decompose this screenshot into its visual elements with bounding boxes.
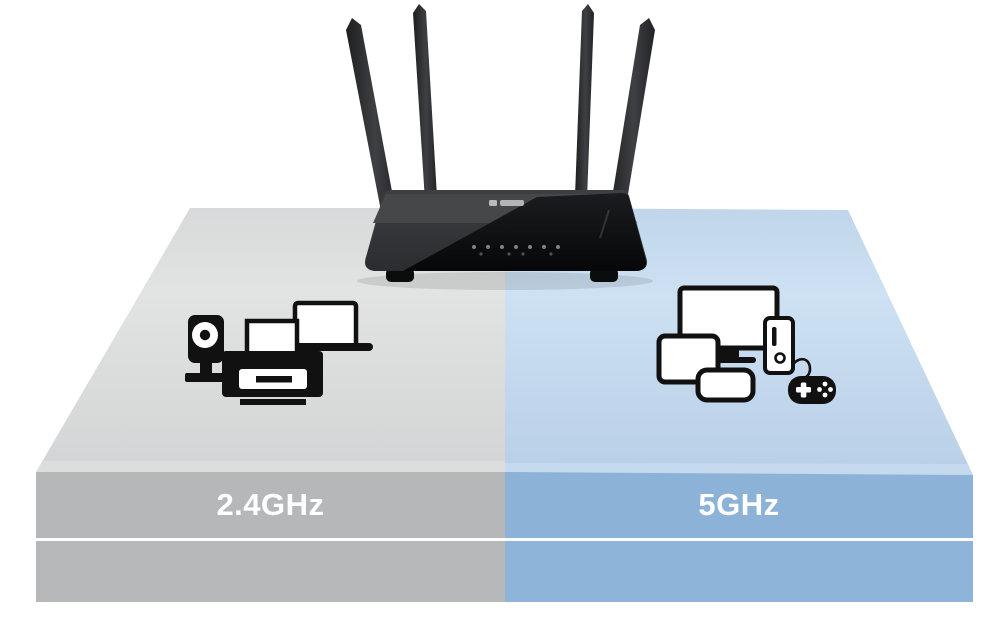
router-antenna-icon xyxy=(575,4,594,199)
platform-24ghz-front-bevel xyxy=(36,461,505,472)
router-shadow xyxy=(357,272,653,290)
router-logo-mark xyxy=(489,200,524,206)
router-led-lights xyxy=(472,245,560,256)
monitor-icon xyxy=(677,285,780,363)
router-antenna-icon xyxy=(346,18,399,237)
router-antenna-icon xyxy=(413,4,437,201)
gamepad-icon xyxy=(788,357,836,404)
ip-camera-icon xyxy=(185,315,225,382)
platform-24ghz-base-band xyxy=(36,541,505,602)
router-antenna-icon xyxy=(607,18,655,237)
label-5ghz: 5GHz xyxy=(698,487,780,522)
label-24ghz: 2.4GHz xyxy=(216,487,325,522)
wireless-router-icon xyxy=(346,4,655,290)
router-panel-highlight xyxy=(599,209,610,239)
smartphone-icon xyxy=(695,367,756,403)
platform-5ghz-front-bevel xyxy=(505,463,973,475)
platform-24ghz-front-face xyxy=(36,472,505,538)
router-foot xyxy=(386,268,414,282)
game-console-icon xyxy=(763,316,795,375)
platform-5ghz-base-band xyxy=(505,541,973,602)
router-foot xyxy=(590,268,618,282)
platform-5ghz-front-face xyxy=(505,472,973,538)
laptop-icon xyxy=(292,300,373,351)
printer-icon xyxy=(222,318,323,405)
router-gloss-panel xyxy=(403,193,647,271)
